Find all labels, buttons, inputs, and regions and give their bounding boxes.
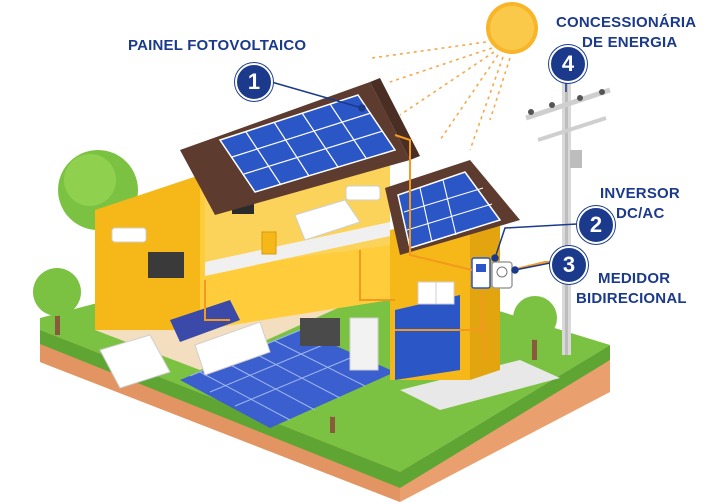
meter-icon: [491, 261, 513, 289]
tree-icon: [33, 268, 81, 335]
label-concessionaria-line2: DE ENERGIA: [582, 34, 678, 51]
badge-3: 3: [550, 246, 588, 284]
sun-icon: [371, 2, 538, 151]
tree-icon: [513, 296, 557, 360]
label-painel-fotovoltaico: PAINEL FOTOVOLTAICO: [128, 37, 307, 54]
solar-panel-icon: [397, 171, 502, 249]
utility-pole-icon: [525, 80, 611, 355]
label-medidor-line2: BIDIRECIONAL: [576, 290, 687, 307]
label-inversor-line2: DC/AC: [616, 205, 665, 222]
inverter-icon: [471, 257, 491, 289]
label-inversor-line1: INVERSOR: [600, 185, 680, 202]
badge-1: 1: [235, 63, 273, 101]
solar-panel-icon: [218, 94, 397, 193]
badge-2: 2: [577, 206, 615, 244]
label-medidor-line1: MEDIDOR: [598, 270, 671, 287]
label-concessionaria-line1: CONCESSIONÁRIA: [556, 14, 697, 31]
badge-4: 4: [549, 45, 587, 83]
